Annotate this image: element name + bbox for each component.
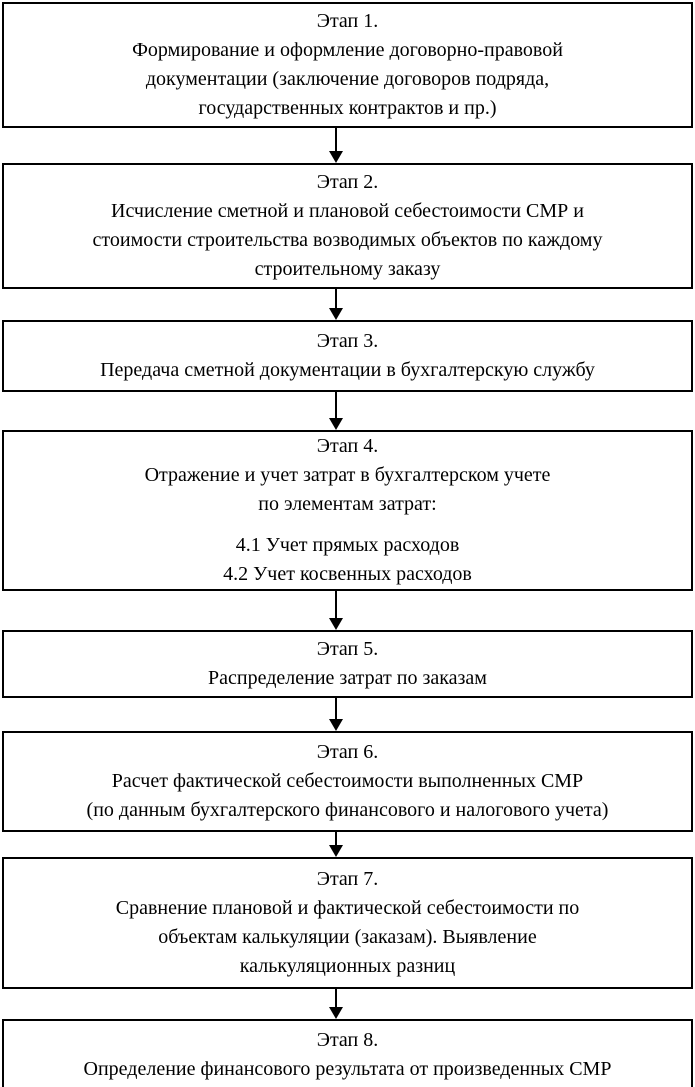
arrow-line [335,591,337,620]
stage-box-5: Этап 5. Распределение затрат по заказам [2,630,693,698]
arrow-down-icon [329,845,343,857]
stage-title-8: Этап 8. [316,1028,379,1051]
stage-subitems-4: 4.1 Учет прямых расходов 4.2 Учет косвен… [223,534,472,585]
arrow-line [335,289,337,310]
stage-title-7: Этап 7. [316,868,379,890]
flow-arrow-3 [0,392,695,430]
stage-title-4: Этап 4. [316,435,379,457]
arrow-down-icon [329,719,343,731]
stage-box-4: Этап 4. Отражение и учет затрат в бухгал… [2,430,693,591]
arrow-down-icon [329,1007,343,1019]
stage-box-6: Этап 6. Расчет фактической себестоимости… [2,731,693,832]
stage-title-2: Этап 2. [316,171,379,193]
arrow-down-icon [329,418,343,430]
arrow-down-icon [329,308,343,320]
arrow-line [335,989,337,1009]
stage-body-1: Формирование и оформление договорно-прав… [132,39,563,119]
stage-body-8: Определение финансового результата от пр… [83,1057,612,1080]
stage-box-3: Этап 3. Передача сметной документации в … [2,320,693,392]
stage-box-1: Этап 1. Формирование и оформление догово… [2,2,693,128]
stage-box-8: Этап 8. Определение финансового результа… [2,1019,693,1087]
stage-title-1: Этап 1. [316,10,379,32]
arrow-line [335,698,337,721]
stage-title-5: Этап 5. [316,638,379,660]
arrow-line [335,128,337,153]
stage-body-2: Исчисление сметной и плановой себестоимо… [92,200,603,280]
stage-body-3: Передача сметной документации в бухгалте… [100,359,595,381]
flow-arrow-2 [0,289,695,320]
stage-title-6: Этап 6. [316,741,379,763]
stage-body-6: Расчет фактической себестоимости выполне… [86,770,609,821]
flow-arrow-1 [0,128,695,163]
arrow-line [335,832,337,847]
arrow-down-icon [329,618,343,630]
flow-arrow-6 [0,832,695,857]
stage-box-2: Этап 2. Исчисление сметной и плановой се… [2,163,693,289]
stage-body-4: Отражение и учет затрат в бухгалтерском … [144,464,551,515]
stage-body-5: Распределение затрат по заказам [208,667,487,689]
stage-box-7: Этап 7. Сравнение плановой и фактической… [2,857,693,989]
flow-arrow-4 [0,591,695,630]
arrow-down-icon [329,151,343,163]
flow-arrow-5 [0,698,695,731]
stage-body-7: Сравнение плановой и фактической себесто… [115,897,580,977]
stage-title-3: Этап 3. [316,330,379,352]
flow-arrow-7 [0,989,695,1019]
arrow-line [335,392,337,420]
